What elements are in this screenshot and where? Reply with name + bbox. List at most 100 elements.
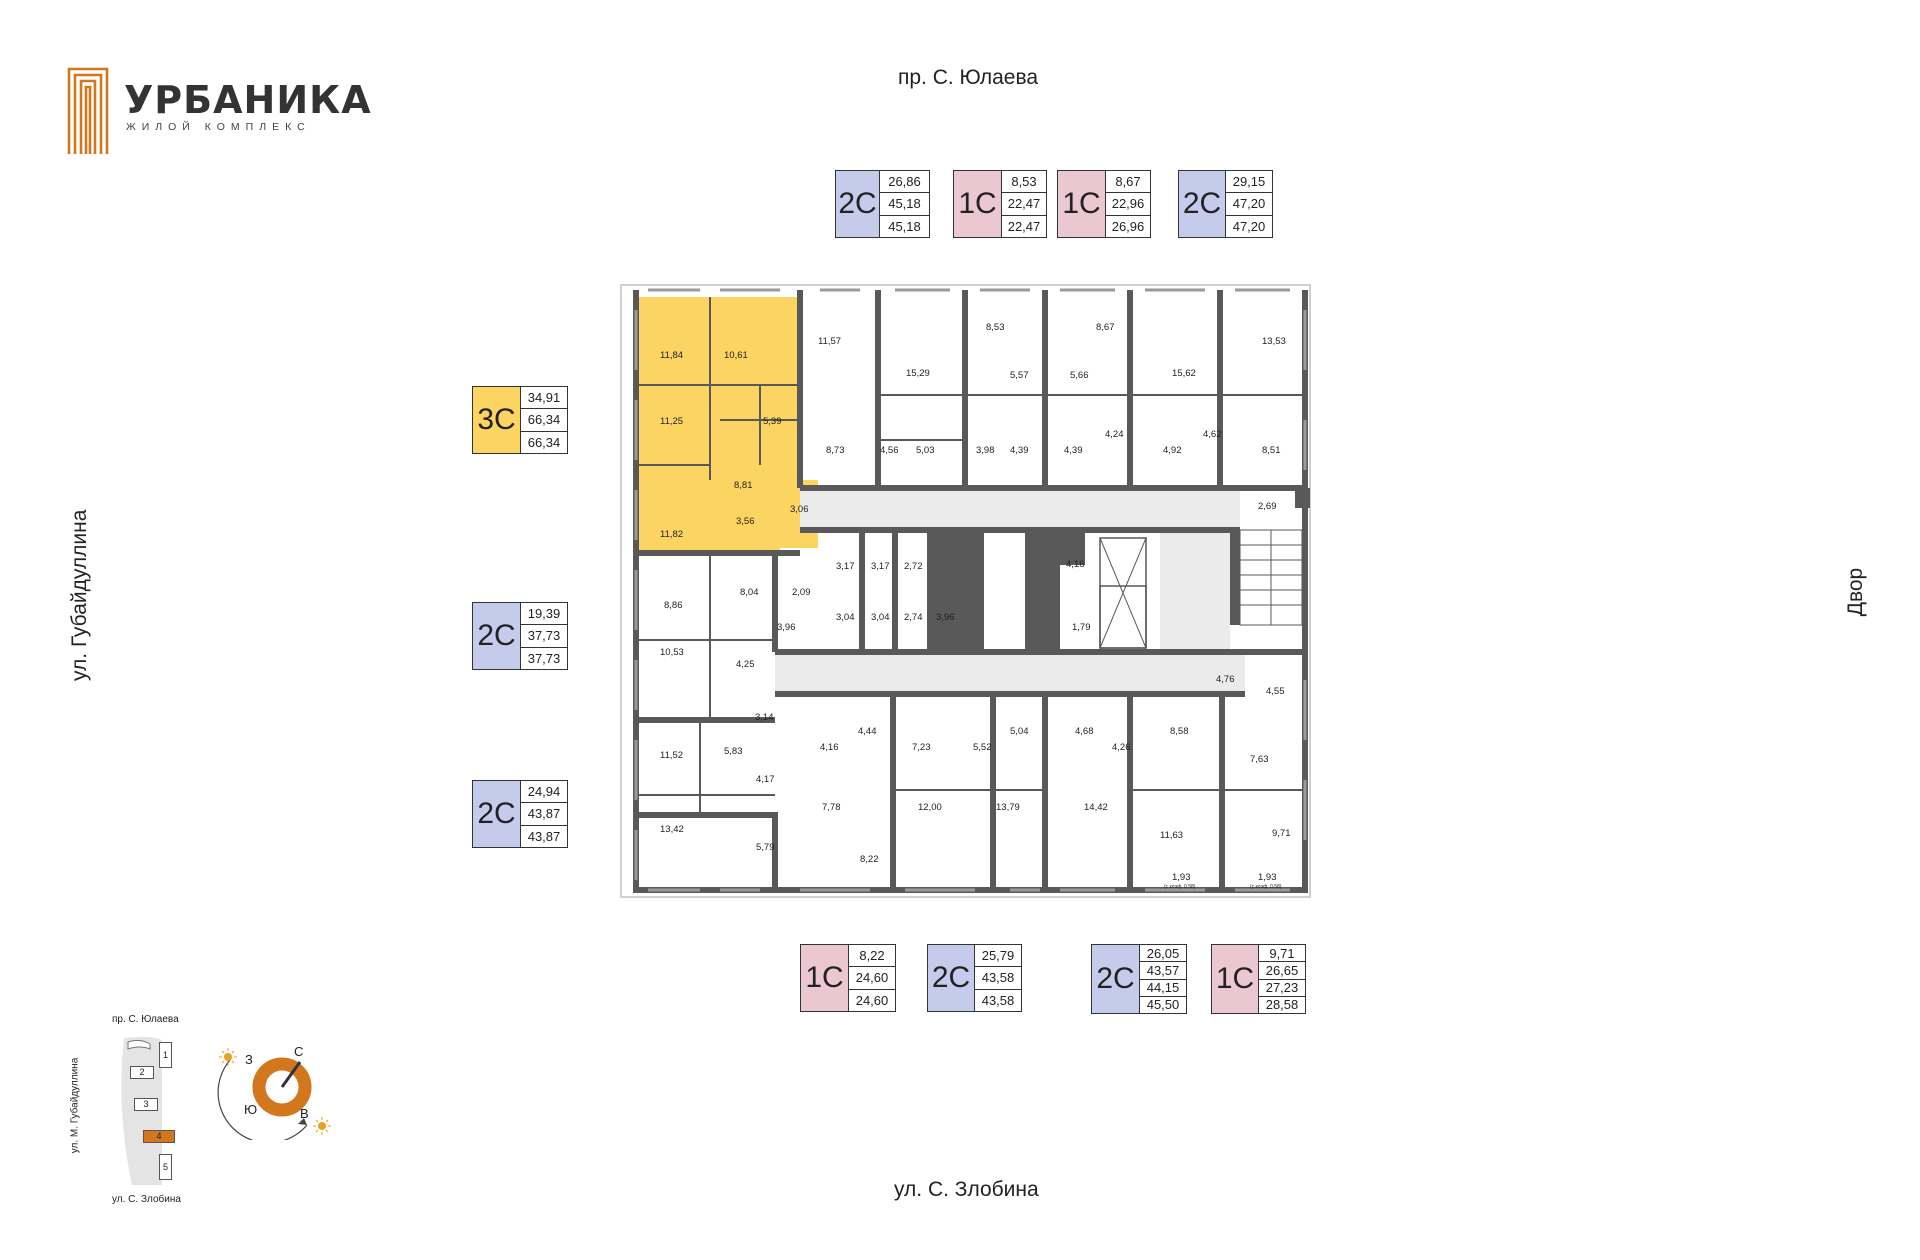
room-area: 8,58 bbox=[1170, 726, 1189, 737]
apartment-type: 1С bbox=[801, 945, 849, 1011]
room-area: 7,78 bbox=[822, 802, 841, 813]
area-value: 25,79 bbox=[975, 945, 1021, 968]
room-area: 9,71 bbox=[1272, 828, 1291, 839]
area-value: 44,15 bbox=[1140, 980, 1186, 997]
area-value: 24,94 bbox=[521, 781, 567, 804]
room-area: 14,42 bbox=[1084, 802, 1108, 813]
apartment-type: 2С bbox=[473, 781, 521, 847]
room-area: 3,56 bbox=[736, 516, 755, 527]
area-value: 45,50 bbox=[1146, 997, 1180, 1013]
room-area: 8,22 bbox=[860, 854, 879, 865]
room-area: 5,57 bbox=[1010, 370, 1029, 381]
area-value: 66,34 bbox=[527, 434, 561, 450]
room-area: 4,55 bbox=[1266, 686, 1285, 697]
building-3[interactable]: 3 bbox=[134, 1098, 158, 1111]
room-area: 8,67 bbox=[1096, 322, 1115, 333]
area-value: 24,60 bbox=[855, 992, 889, 1008]
room-area: 5,83 bbox=[724, 746, 743, 757]
room-area: 5,03 bbox=[916, 445, 935, 456]
area-value: 43,57 bbox=[1140, 962, 1186, 980]
room-area: 1,79 bbox=[1072, 622, 1091, 633]
building-1[interactable]: 1 bbox=[159, 1042, 172, 1068]
elevator-2 bbox=[1099, 585, 1147, 649]
building-5[interactable]: 5 bbox=[159, 1154, 172, 1180]
room-area: 11,63 bbox=[1160, 830, 1183, 841]
area-value: 28,58 bbox=[1265, 997, 1299, 1013]
room-area: 5,66 bbox=[1070, 370, 1089, 381]
selected-apartment[interactable] bbox=[636, 297, 818, 553]
area-value: 43,58 bbox=[981, 992, 1015, 1008]
balcony-note: (с коэф. 0,58) bbox=[1250, 884, 1282, 890]
room-area: 3,96 bbox=[936, 612, 955, 623]
building-4-selected[interactable]: 4 bbox=[143, 1130, 175, 1143]
area-value: 37,73 bbox=[521, 625, 567, 648]
room-area: 5,52 bbox=[973, 742, 992, 753]
area-value: 43,87 bbox=[527, 828, 561, 844]
area-value: 43,58 bbox=[975, 967, 1021, 990]
room-area: 4,25 bbox=[736, 659, 755, 670]
room-area: 10,61 bbox=[724, 350, 748, 361]
elevator-hall bbox=[1160, 530, 1230, 652]
room-area: 15,29 bbox=[906, 368, 930, 379]
logo-subtitle: жилой комплекс bbox=[126, 121, 311, 133]
room-area: 11,57 bbox=[818, 336, 841, 347]
room-area: 8,04 bbox=[740, 587, 759, 598]
room-area: 2,69 bbox=[1258, 501, 1277, 512]
room-area: 3,17 bbox=[871, 561, 890, 572]
compass-west: З bbox=[245, 1052, 253, 1067]
area-value: 66,34 bbox=[521, 409, 567, 432]
room-area: 4,92 bbox=[1163, 445, 1182, 456]
room-area: 4,62 bbox=[1203, 429, 1222, 440]
balcony-note: (с коэф. 0,58) bbox=[1164, 884, 1196, 890]
area-value: 8,22 bbox=[849, 945, 895, 968]
room-area: 13,42 bbox=[660, 824, 684, 835]
area-value: 45,18 bbox=[888, 218, 921, 234]
room-area: 3,04 bbox=[836, 612, 855, 623]
room-area: 4,16 bbox=[1066, 559, 1085, 570]
site-map-left-street: ул. М. Губайдуллина bbox=[69, 1057, 81, 1154]
compass-south: Ю bbox=[244, 1102, 258, 1117]
apartment-type: 1С bbox=[1058, 171, 1106, 237]
compass-rose bbox=[217, 1048, 331, 1140]
sun-icon bbox=[224, 1053, 326, 1130]
room-area: 8,81 bbox=[734, 480, 753, 491]
area-value: 47,20 bbox=[1226, 193, 1272, 216]
area-value: 29,15 bbox=[1226, 171, 1272, 194]
area-value: 8,53 bbox=[1002, 171, 1046, 194]
area-value: 26,05 bbox=[1140, 945, 1186, 963]
room-area: 4,68 bbox=[1075, 726, 1094, 737]
site-map-top-street: пр. С. Юлаева bbox=[112, 1014, 179, 1025]
street-right: Двор bbox=[1844, 567, 1867, 617]
compass-north: С bbox=[294, 1044, 304, 1059]
area-value: 37,73 bbox=[527, 650, 561, 666]
room-area: 8,51 bbox=[1262, 445, 1281, 456]
apartment-type: 1С bbox=[954, 171, 1002, 237]
street-bottom: ул. С. Злобина bbox=[894, 1178, 1039, 1201]
room-area: 7,23 bbox=[912, 742, 931, 753]
room-area: 3,14 bbox=[755, 712, 774, 723]
room-area: 11,82 bbox=[660, 529, 683, 540]
corridor-north bbox=[800, 488, 1240, 530]
room-area: 13,53 bbox=[1262, 336, 1286, 347]
room-area: 7,63 bbox=[1250, 754, 1269, 765]
room-area: 5,39 bbox=[763, 416, 782, 427]
area-value: 43,87 bbox=[521, 803, 567, 826]
room-area: 11,25 bbox=[660, 416, 683, 427]
area-value: 47,20 bbox=[1232, 218, 1266, 234]
apartment-type: 2С bbox=[1092, 945, 1140, 1013]
room-area: 8,73 bbox=[826, 445, 845, 456]
apartment-type: 1С bbox=[1212, 945, 1259, 1013]
room-area: 4,39 bbox=[1010, 445, 1029, 456]
building-2[interactable]: 2 bbox=[130, 1066, 154, 1079]
